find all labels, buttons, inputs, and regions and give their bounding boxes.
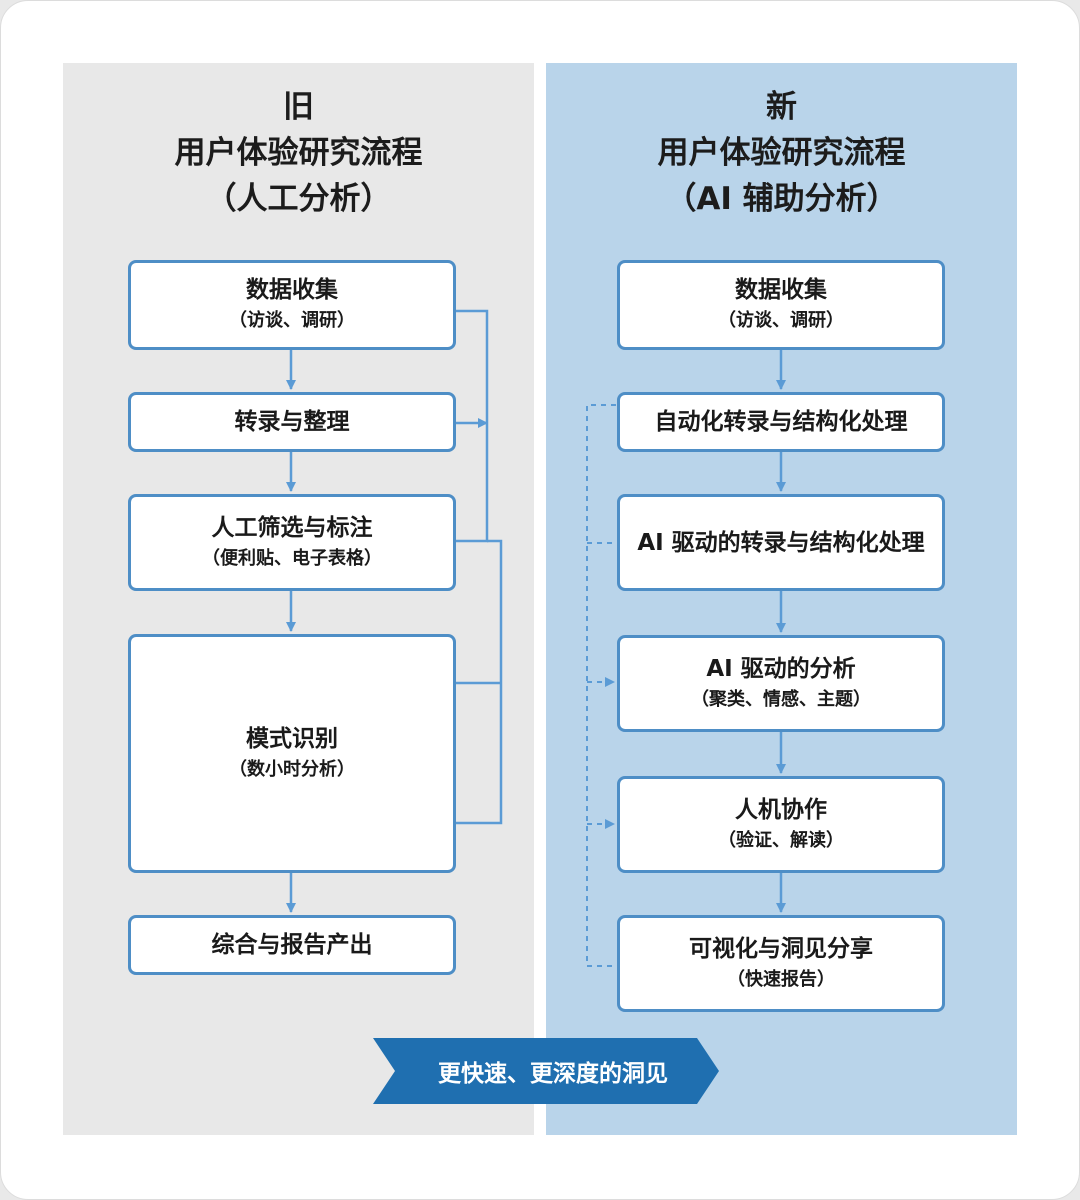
old-step-4-detail: （数小时分析） [229, 758, 355, 780]
new-process-title: 新 用户体验研究流程 （AI 辅助分析） [546, 84, 1017, 222]
old-step-3-label: 人工筛选与标注 [211, 514, 373, 541]
new-title-line-1: 新 [766, 89, 797, 125]
new-step-6-detail: （快速报告） [727, 968, 835, 990]
new-title-line-3: （AI 辅助分析） [665, 181, 898, 217]
banner-arrow-shape [373, 1038, 719, 1104]
new-step-2-label: 自动化转录与结构化处理 [654, 409, 908, 435]
new-step-visualization-sharing: 可视化与洞见分享 （快速报告） [617, 915, 945, 1012]
old-step-synthesis-report: 综合与报告产出 [128, 915, 456, 975]
old-step-1-detail: （访谈、调研） [229, 310, 355, 331]
old-step-pattern-recognition: 模式识别 （数小时分析） [128, 634, 456, 873]
old-title-line-3: （人工分析） [205, 181, 392, 217]
old-loop-upper [456, 309, 489, 543]
new-step-1-label: 数据收集 [735, 277, 827, 303]
new-step-4-label: AI 驱动的分析 [706, 655, 856, 682]
old-step-manual-tagging: 人工筛选与标注 （便利贴、电子表格） [128, 494, 456, 591]
banner-label: 更快速、更深度的洞见 [438, 1061, 668, 1087]
old-title-line-1: 旧 [283, 89, 314, 125]
new-step-4-detail: （聚类、情感、主题） [691, 688, 871, 710]
new-step-5-detail: （验证、解读） [718, 829, 844, 851]
new-step-auto-transcription: 自动化转录与结构化处理 [617, 392, 945, 452]
old-step-3-detail: （便利贴、电子表格） [202, 547, 382, 569]
old-step-1-label: 数据收集 [246, 277, 338, 303]
new-step-data-collection: 数据收集 （访谈、调研） [617, 260, 945, 350]
new-step-human-ai-collab: 人机协作 （验证、解读） [617, 776, 945, 873]
new-feedback-spine [586, 404, 616, 967]
new-step-ai-transcription: AI 驱动的转录与结构化处理 [617, 494, 945, 591]
new-step-5-label: 人机协作 [735, 796, 827, 823]
new-step-ai-analysis: AI 驱动的分析 （聚类、情感、主题） [617, 635, 945, 732]
new-step-3-label: AI 驱动的转录与结构化处理 [637, 529, 925, 556]
new-step-6-label: 可视化与洞见分享 [689, 935, 873, 962]
old-step-4-label: 模式识别 [246, 725, 338, 752]
old-process-title: 旧 用户体验研究流程 （人工分析） [63, 84, 534, 222]
new-step-1-detail: （访谈、调研） [718, 310, 844, 331]
old-step-2-label: 转录与整理 [234, 409, 350, 435]
old-step-transcription: 转录与整理 [128, 392, 456, 452]
old-step-5-label: 综合与报告产出 [211, 932, 373, 958]
new-title-line-2: 用户体验研究流程 [657, 135, 906, 171]
old-step-data-collection: 数据收集 （访谈、调研） [128, 260, 456, 350]
old-title-line-2: 用户体验研究流程 [174, 135, 423, 171]
